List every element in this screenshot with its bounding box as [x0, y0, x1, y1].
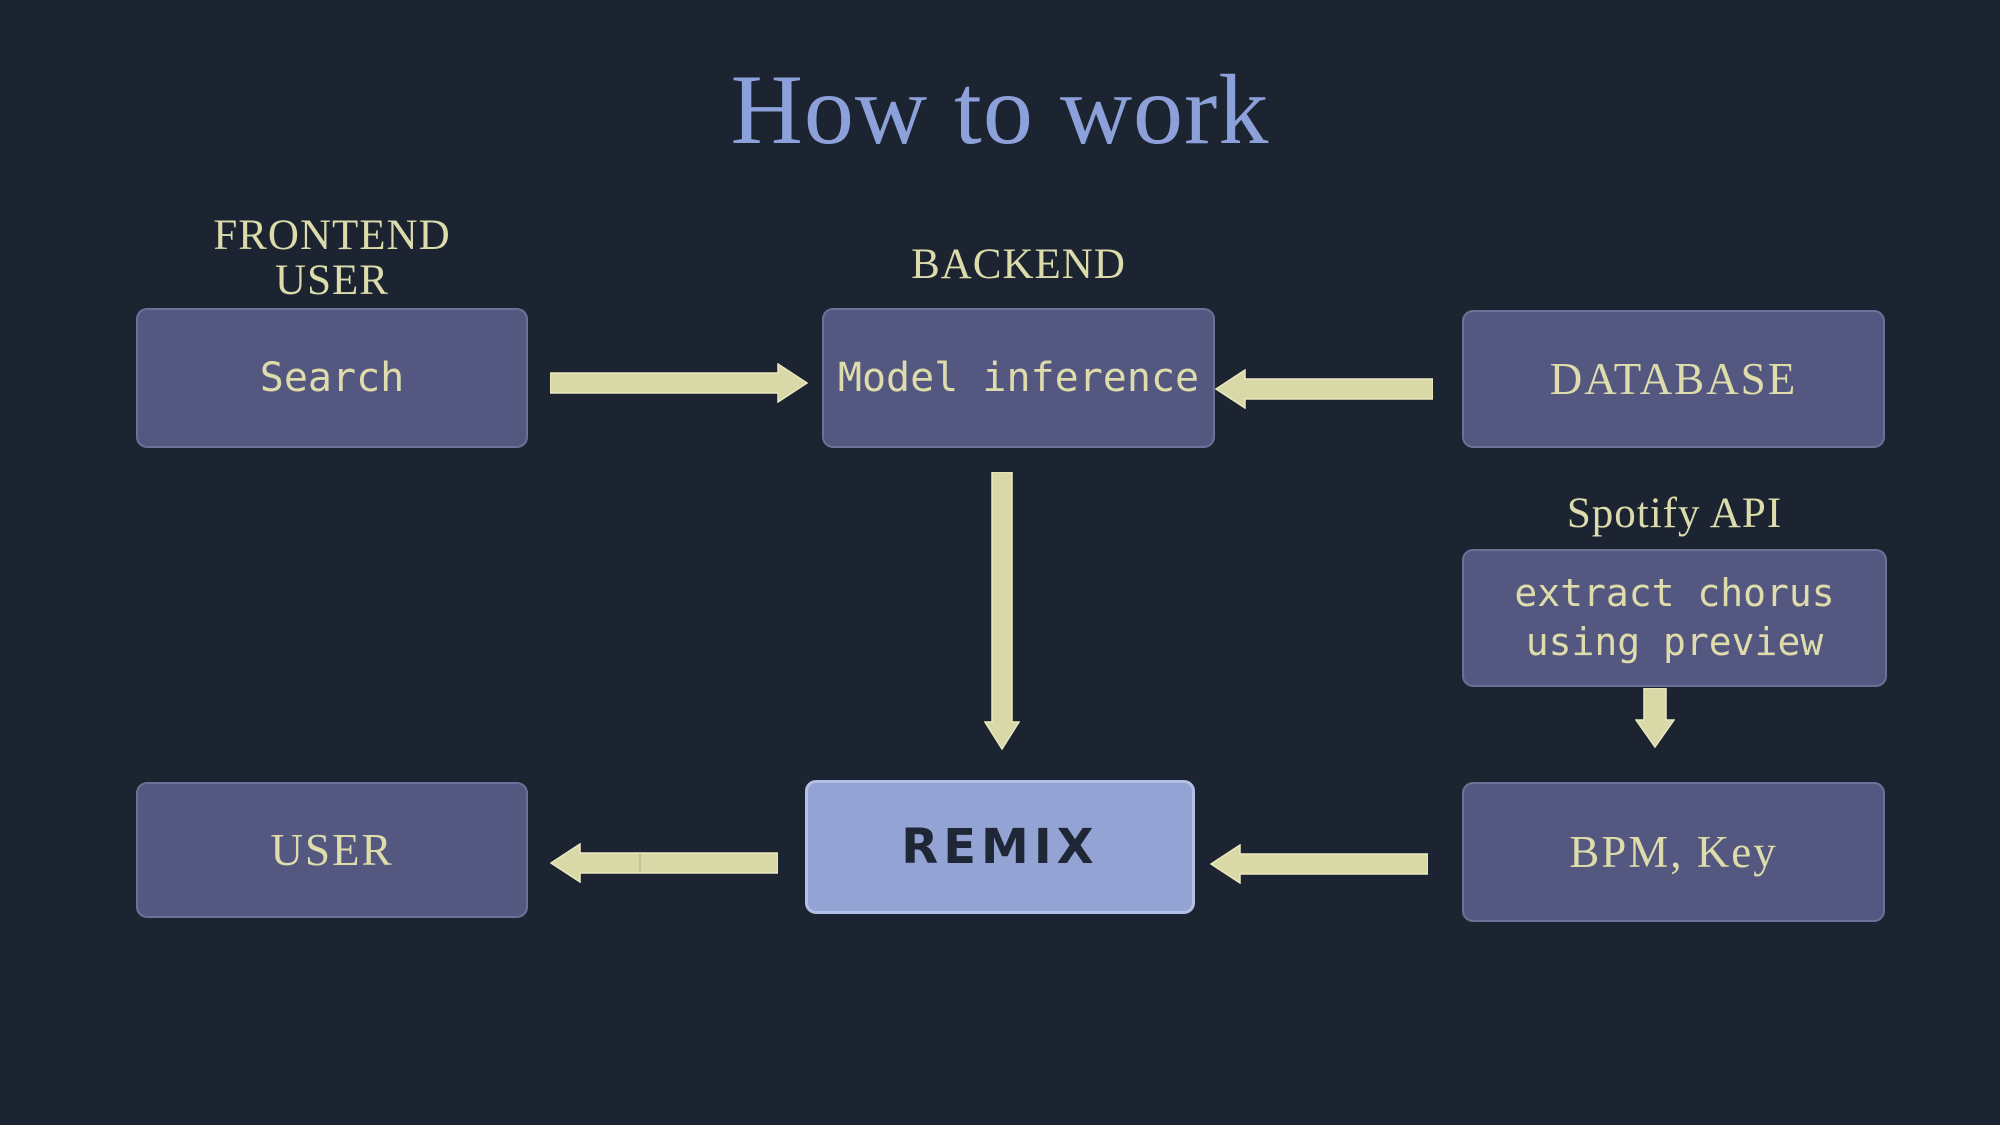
node-remix: REMIX [805, 780, 1195, 914]
arrow-search-to-model-inference-icon [550, 363, 808, 403]
node-database-label: DATABASE [1549, 354, 1798, 404]
arrow-extract-chorus-to-bpm-key-icon [1635, 688, 1675, 748]
frontend-label-line1: FRONTEND [213, 212, 451, 259]
spotify-api-group-label: Spotify API [1566, 490, 1783, 537]
node-model-inference: Model inference [822, 308, 1215, 448]
arrow-bpm-key-to-remix-icon [1210, 844, 1428, 884]
arrow-database-to-model-inference-icon [1215, 369, 1433, 409]
backend-group-label: BACKEND [911, 241, 1126, 288]
node-remix-label: REMIX [901, 819, 1099, 875]
page-title: How to work [730, 54, 1270, 165]
arrow-model-inference-to-remix-icon [984, 472, 1020, 750]
node-user: USER [136, 782, 528, 918]
node-extract-chorus-line1: extract chorus [1514, 570, 1835, 615]
node-database: DATABASE [1462, 310, 1885, 448]
frontend-label-line2: USER [275, 256, 389, 304]
node-search-label: Search [259, 355, 405, 401]
node-model-inference-label: Model inference [837, 355, 1200, 401]
node-bpm-key: BPM, Key [1462, 782, 1885, 922]
node-extract-chorus: extract chorus using preview [1462, 549, 1887, 687]
node-bpm-key-label: BPM, Key [1569, 827, 1778, 877]
node-user-label: USER [270, 825, 394, 875]
frontend-user-group-label: FRONTEND USER [136, 212, 528, 304]
node-search: Search [136, 308, 528, 448]
node-extract-chorus-line2: using preview [1525, 620, 1824, 664]
arrow-remix-to-user-icon [550, 843, 778, 883]
